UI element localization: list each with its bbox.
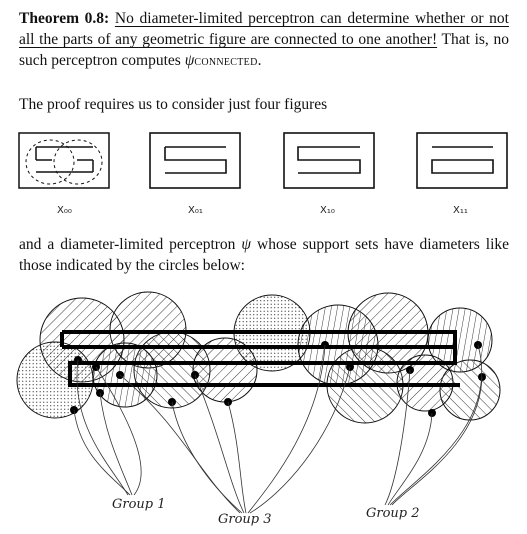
group-1-label: Group 1 [112,497,166,512]
figure-x11 [416,132,508,189]
theorem-paragraph: Theorem 0.8: No diameter-limited percept… [19,10,509,69]
four-figures [18,132,508,189]
connected-figure [60,330,460,387]
figure-label-x10: X₁₀ [320,205,335,216]
theorem-label: Theorem 0.8: [19,10,110,27]
perceptron-paragraph: and a diameter-limited perceptron ψ whos… [19,236,510,274]
theorem-rest: That is, no such perceptron computes [19,31,509,69]
proof-intro: The proof requires us to consider just f… [19,96,328,113]
group-3-label: Group 3 [218,512,272,527]
figure-x01 [149,132,241,189]
figure-label-x01: X₀₁ [188,205,203,216]
psi-symbol-2: ψ [241,236,252,253]
group-2-label: Group 2 [366,506,420,521]
figure-label-x00: X₀₀ [57,205,72,216]
support-sets-diagram [16,291,501,514]
figure-x00 [18,132,110,189]
support-circles [16,291,501,424]
psi-symbol: ψ [184,52,195,69]
theorem-statement: No diameter-limited perceptron can deter… [19,10,509,48]
connection-wires [73,344,483,514]
figure-label-x11: X₁₁ [453,205,468,216]
psi-subscript: CONNECTED [194,57,258,68]
figure-x10 [283,132,375,189]
